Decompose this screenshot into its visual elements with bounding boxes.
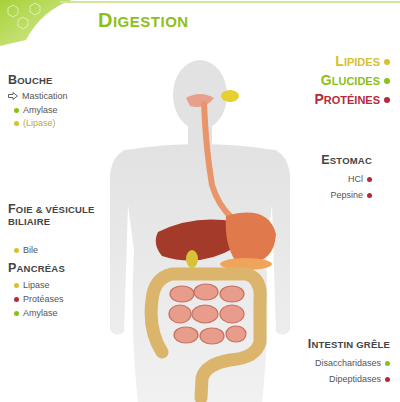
legend-text: LIPIDES <box>335 54 380 69</box>
head-silhouette <box>173 60 227 130</box>
gallbladder <box>186 250 198 268</box>
bullet-dot <box>367 193 372 198</box>
label-row: Bile <box>14 244 38 256</box>
bullet-dot <box>14 248 19 253</box>
label-row: Mastication <box>8 90 68 102</box>
label-row: FOIE & VÉSICULE BILIAIRE <box>8 203 108 228</box>
bullet-dot <box>14 283 19 288</box>
label-row: HCl <box>348 173 372 185</box>
organ-heading: BOUCHE <box>8 74 53 87</box>
legend-swatch <box>384 97 390 103</box>
mouth-cavity <box>186 94 214 107</box>
label-row: INTESTIN GRÊLE <box>308 338 390 351</box>
enzyme-label: Bile <box>23 244 38 256</box>
bullet-dot <box>14 311 19 316</box>
label-row: Protéases <box>14 293 64 305</box>
top-rule <box>60 1 400 3</box>
arrow-symbol <box>8 92 18 100</box>
enzyme-label: Dipeptidases <box>329 373 381 385</box>
bullet-dot <box>385 377 390 382</box>
organ-heading: PANCRÉAS <box>8 262 65 275</box>
small-intestine <box>169 284 246 344</box>
legend-row: GLUCIDES <box>321 73 390 88</box>
enzyme-label: Mastication <box>22 90 68 102</box>
torso-silhouette <box>110 144 290 402</box>
enzyme-label: Lipase <box>23 279 50 291</box>
organ-heading: FOIE & VÉSICULE BILIAIRE <box>8 203 108 228</box>
large-intestine <box>151 274 260 398</box>
label-row: Dipeptidases <box>329 373 390 385</box>
label-row: Pepsine <box>330 189 372 201</box>
legend-row: PROTÉINES <box>314 92 390 107</box>
legend-row: LIPIDES <box>335 54 390 69</box>
bullet-dot <box>367 177 372 182</box>
label-row: Lipase <box>14 279 50 291</box>
label-row: Disaccharidases <box>315 357 390 369</box>
organ-heading: INTESTIN GRÊLE <box>308 338 390 351</box>
legend-text: GLUCIDES <box>321 73 380 88</box>
organ-heading: ESTOMAC <box>321 154 372 167</box>
salivary-gland <box>221 90 239 102</box>
enzyme-label: Disaccharidases <box>315 357 381 369</box>
label-row: Amylase <box>14 104 58 116</box>
enzyme-label: Protéases <box>23 293 64 305</box>
enzyme-label: Pepsine <box>330 189 363 201</box>
enzyme-label: Amylase <box>23 104 58 116</box>
label-row: (Lipase) <box>14 117 56 129</box>
bullet-dot <box>385 361 390 366</box>
bullet-dot <box>14 121 19 126</box>
bullet-dot <box>14 108 19 113</box>
hexagon-pattern <box>8 3 40 29</box>
legend-text: PROTÉINES <box>314 92 380 107</box>
label-row: Amylase <box>14 307 58 319</box>
bullet-dot <box>14 297 19 302</box>
diagram-title: DIGESTION <box>98 9 189 32</box>
label-row: ESTOMAC <box>321 154 372 167</box>
enzyme-label: (Lipase) <box>23 117 56 129</box>
enzyme-label: Amylase <box>23 307 58 319</box>
esophagus <box>204 104 232 218</box>
legend-swatch <box>384 59 390 65</box>
label-row: PANCRÉAS <box>8 262 65 275</box>
enzyme-label: HCl <box>348 173 363 185</box>
corner-decoration <box>0 0 72 46</box>
label-row: BOUCHE <box>8 74 53 87</box>
stomach <box>226 213 276 263</box>
legend-swatch <box>384 78 390 84</box>
